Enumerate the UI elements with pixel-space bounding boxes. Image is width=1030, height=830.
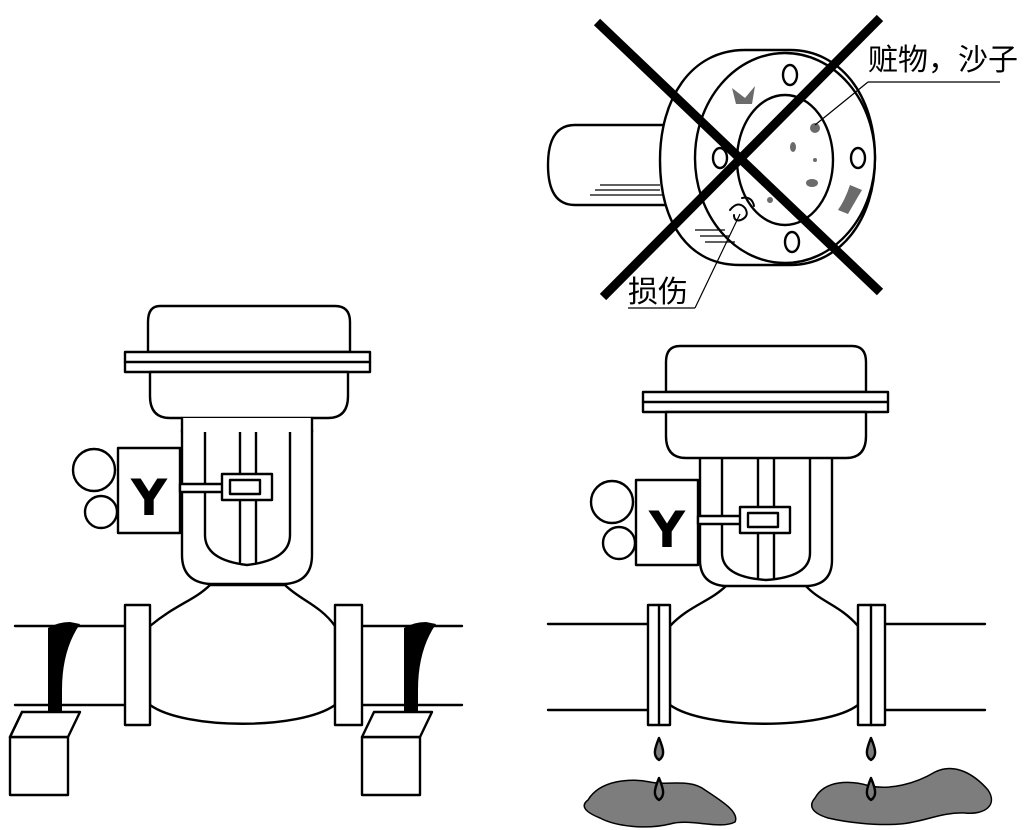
bolt-hole xyxy=(781,63,799,87)
pipe-strap xyxy=(404,622,436,716)
dirt-particle xyxy=(838,185,862,214)
pipe-strap xyxy=(48,622,80,716)
actuator-diaphragm xyxy=(148,370,350,420)
dirt-leader-line xyxy=(814,81,869,126)
gauge-icon xyxy=(601,525,637,561)
stem-connector-inner xyxy=(228,478,262,496)
actuator-cover xyxy=(146,304,352,354)
drip-drop-icon xyxy=(653,776,665,802)
bolt-hole xyxy=(849,146,867,170)
support-block-top xyxy=(360,710,434,739)
damage-mark xyxy=(729,203,748,222)
drip-drop-icon xyxy=(865,776,877,802)
damage-leader-line xyxy=(694,213,741,309)
gauge-icon xyxy=(71,447,117,493)
bolt-hole xyxy=(711,146,729,170)
stem-connector-inner xyxy=(746,511,780,529)
gauge-icon xyxy=(589,479,635,525)
pipe-stub xyxy=(546,123,674,207)
dirt-particle xyxy=(732,86,755,104)
support-block xyxy=(360,735,422,797)
drip-drop-icon xyxy=(653,736,665,762)
leaking-valve-illustration: Y xyxy=(546,344,993,828)
damage-label: 损伤 xyxy=(628,275,688,310)
damaged-flange-illustration: 赃物，沙子 损伤 xyxy=(546,14,1018,310)
leak-puddle xyxy=(811,767,993,826)
valve-body xyxy=(148,583,337,725)
gauge-icon xyxy=(83,494,119,530)
pipe-flange xyxy=(333,603,364,727)
prohibited-x-icon xyxy=(593,14,884,301)
actuator-cover xyxy=(664,344,868,394)
leak-puddle xyxy=(583,779,737,828)
dirt-particle xyxy=(790,142,796,152)
positioner-label: Y xyxy=(648,501,686,559)
supported-valve-illustration: Y xyxy=(8,304,464,797)
damage-mark xyxy=(741,196,755,207)
dirt-particle xyxy=(813,158,817,162)
support-block xyxy=(8,735,70,797)
positioner-label: Y xyxy=(130,469,168,527)
drip-drop-icon xyxy=(865,736,877,762)
valve-body xyxy=(668,583,860,725)
pipe-flange xyxy=(123,603,152,727)
dirt-particle xyxy=(806,179,818,187)
actuator-diaphragm xyxy=(664,410,868,460)
dirt-sand-label: 赃物，沙子 xyxy=(868,43,1018,78)
dirt-particle xyxy=(767,197,773,203)
stem-connector xyxy=(738,505,792,535)
positioner-box xyxy=(634,478,700,567)
dirt-particle xyxy=(810,123,820,133)
bolt-hole xyxy=(783,230,801,254)
